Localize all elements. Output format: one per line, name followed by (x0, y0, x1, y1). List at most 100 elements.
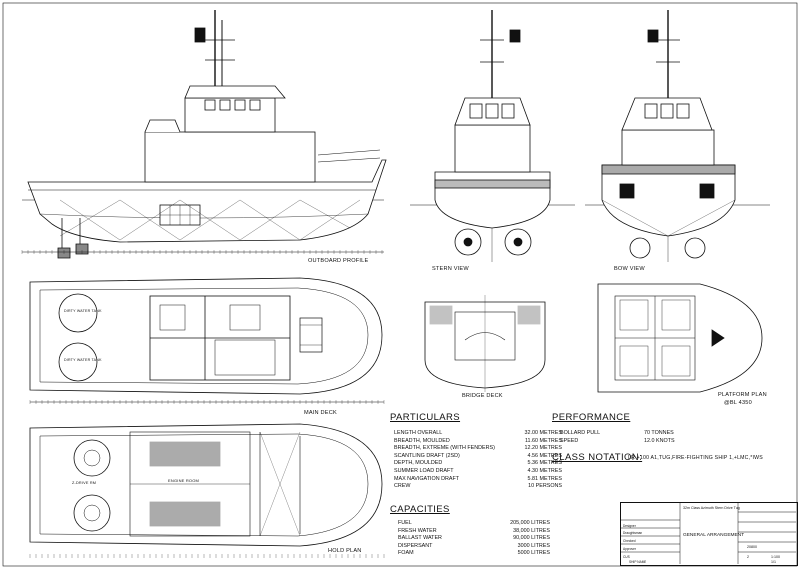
z-drive-stbd (73, 494, 111, 532)
tank-label-a: DIRTY WATER TANK (64, 309, 102, 313)
drawing-title: GENERAL ARRANGEMENT (683, 533, 745, 538)
particulars-row: MAX NAVIGATION DRAFT 5.81 METRES (394, 476, 562, 484)
engine-room-label: ENGINE ROOM (168, 478, 200, 483)
particulars-label: BREADTH, MOULDED (394, 437, 450, 444)
class-notation-value: LR +100 A1,TUG,FIRE-FIGHTING SHIP 1,+LMC… (628, 455, 763, 461)
hold-plan (29, 423, 383, 547)
scale: 1:100 (771, 555, 780, 559)
sheet-border (2, 2, 798, 567)
role-5: CUS (623, 555, 630, 559)
capacities-label: FUEL (398, 520, 412, 526)
particulars-value: 4.30 METRES (527, 467, 562, 474)
hold-plan-label: HOLD PLAN (328, 548, 362, 554)
title-block: 32m Class Azimuth Stern Drive Tug GENERA… (620, 502, 798, 566)
particulars-row: BREADTH, EXTREME (WITH FENDERS) 12.20 MET… (394, 445, 562, 453)
tank-label-b: DIRTY WATER TANK (64, 358, 102, 362)
capacities-label: BALLAST WATER (398, 535, 442, 542)
main-engine-stbd (149, 501, 221, 527)
platform-plan-sublabel: @BL 4350 (724, 400, 752, 406)
dirty-water-tank-a (58, 293, 98, 333)
bow-view-label: BOW VIEW (614, 266, 645, 272)
outboard-profile-view (22, 10, 387, 259)
role-3: Checked (623, 539, 636, 543)
particulars-table: LENGTH OVERALL 32.00 METRES BREADTH, MOULD… (394, 430, 562, 491)
capacities-label: FOAM (398, 550, 414, 557)
z-drive-port (73, 439, 111, 477)
main-deck-label: MAIN DECK (304, 410, 337, 416)
particulars-row: SCANTLING DRAFT (2SD) 4.56 METRES (394, 453, 562, 461)
anchor-icon (711, 329, 725, 347)
capacities-heading: CAPACITIES (390, 504, 450, 515)
deckhouse (144, 131, 316, 183)
fire-monitor (317, 149, 381, 163)
role-2: Draughtsman (623, 531, 643, 535)
capacities-row: BALLAST WATER 90,000 LITRES (398, 535, 550, 543)
page-number: 1/1 (771, 560, 776, 564)
particulars-label: SUMMER LOAD DRAFT (394, 467, 454, 474)
performance-label: SPEED (560, 437, 579, 444)
z-drive-label: Z-DRIVE RM (72, 481, 97, 485)
platform-plan (597, 283, 763, 393)
stern-propeller-port (454, 228, 482, 256)
particulars-label: CREW (394, 483, 411, 490)
role-1: Designer (623, 524, 636, 528)
particulars-value: 10 PERSONS (528, 483, 562, 490)
particulars-heading: PARTICULARS (390, 412, 461, 423)
particulars-value: 11.60 METRES (524, 437, 562, 444)
performance-heading: PERFORMANCE (552, 412, 631, 423)
winch (299, 317, 323, 353)
particulars-label: DEPTH, MOULDED (394, 460, 443, 467)
performance-value: 70 TONNES (644, 430, 674, 436)
project-name: 32m Class Azimuth Stern Drive Tug (683, 506, 740, 510)
capacities-row: DISPERSANT 3000 LITRES (398, 543, 550, 551)
particulars-value: 5.81 METRES (527, 475, 562, 482)
particulars-label: LENGTH OVERALL (394, 430, 443, 436)
platform-plan-label: PLATFORM PLAN (718, 392, 767, 398)
main-deck-plan (29, 277, 384, 403)
performance-value: 12.0 KNOTS (644, 437, 675, 444)
particulars-value: 5.36 METRES (527, 460, 562, 467)
capacities-value: 38,000 LITRES (513, 527, 550, 534)
stern-propeller-stbd (504, 228, 532, 256)
capacities-row: FUEL 205,000 LITRES (398, 520, 550, 528)
stern-view (410, 10, 575, 262)
performance-row: SPEED 12.0 KNOTS (560, 438, 675, 446)
flag-icon (194, 27, 206, 43)
particulars-value: 4.56 METRES (527, 452, 562, 459)
particulars-value: 32.00 METRES (524, 430, 562, 436)
capacities-value: 3000 LITRES (517, 542, 550, 549)
outboard-profile-label: OUTBOARD PROFILE (308, 258, 369, 264)
z-drive-icon (57, 218, 71, 259)
bow-view (585, 10, 770, 262)
particulars-row: LENGTH OVERALL 32.00 METRES (394, 430, 562, 438)
dirty-water-tank-b (58, 342, 98, 382)
capacities-value: 205,000 LITRES (510, 520, 550, 526)
main-engine-port (149, 441, 221, 467)
particulars-row: BREADTH, MOULDED 11.60 METRES (394, 438, 562, 446)
particulars-value: 12.20 METRES (524, 445, 562, 452)
hold-outline (29, 423, 383, 547)
revision: 2 (747, 555, 749, 559)
title-block-lines (620, 502, 796, 564)
particulars-row: CREW 10 PERSONS (394, 483, 562, 491)
capacities-label: DISPERSANT (398, 542, 433, 549)
particulars-row: DEPTH, MOULDED 5.36 METRES (394, 460, 562, 468)
drawing-number: 20800 (747, 545, 757, 549)
bridge-deck-plan (424, 295, 546, 392)
stern-view-label: STERN VIEW (432, 266, 469, 272)
role-4: Approver (623, 547, 636, 551)
particulars-label: SCANTLING DRAFT (2SD) (394, 452, 460, 459)
hawse-icon (619, 183, 635, 199)
wheelhouse (184, 85, 286, 99)
particulars-label: MAX NAVIGATION DRAFT (394, 475, 460, 482)
capacities-value: 90,000 LITRES (513, 535, 550, 542)
particulars-label: BREADTH, EXTREME (WITH FENDERS) (394, 445, 495, 452)
owner-name: SHIP NAME (629, 560, 647, 564)
bridge-deck-label: BRIDGE DECK (462, 393, 503, 399)
